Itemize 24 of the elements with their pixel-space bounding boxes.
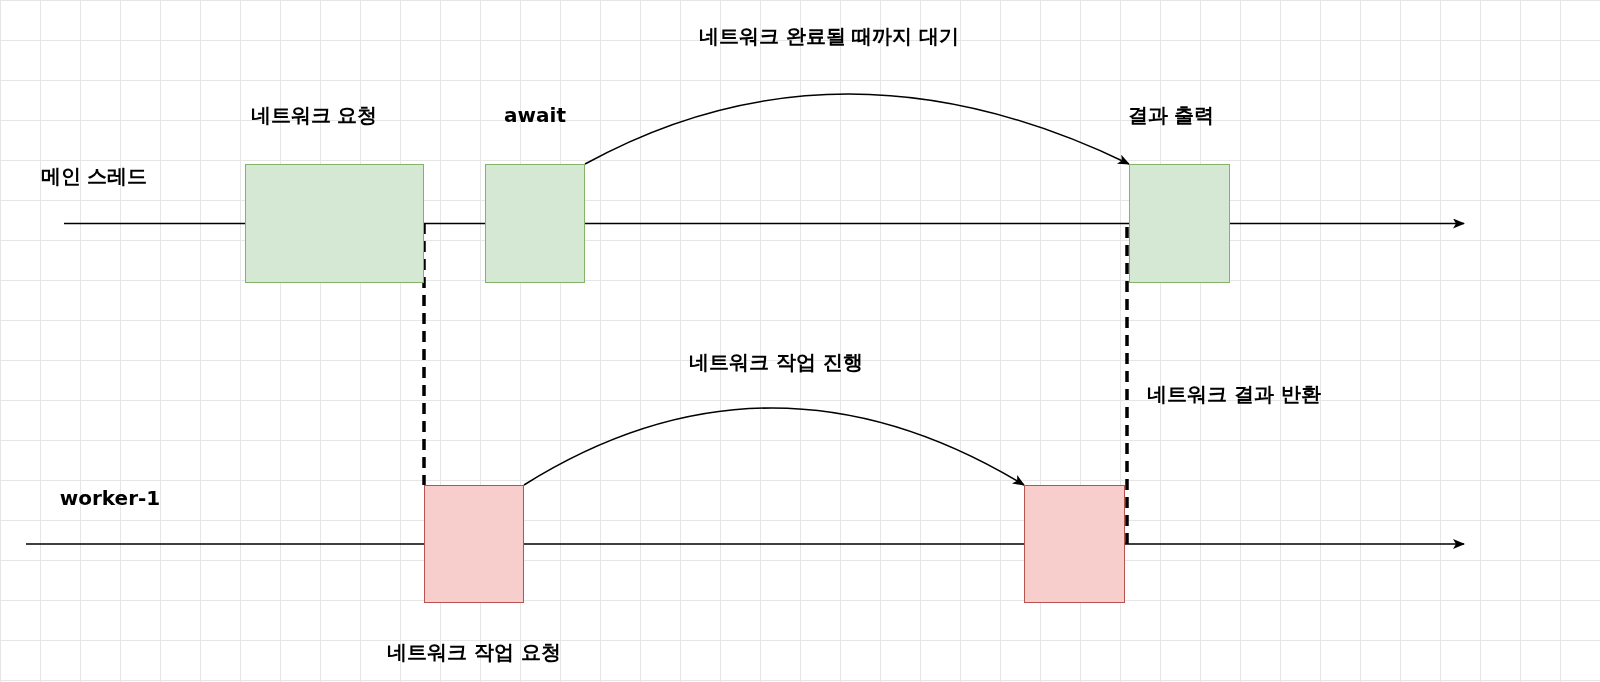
process-box — [245, 164, 424, 283]
timeline-line — [423, 222, 486, 225]
edge-label: 네트워크 완료될 때까지 대기 — [698, 23, 960, 50]
box-heading: await — [504, 102, 566, 129]
timeline-line — [25, 543, 425, 545]
process-box — [1024, 485, 1125, 603]
edge-label: 네트워크 작업 진행 — [689, 349, 863, 376]
timeline-line — [63, 222, 246, 225]
thread-label: 메인 스레드 — [40, 163, 148, 190]
arrow — [1229, 218, 1465, 229]
process-box — [485, 164, 585, 283]
box-heading: 네트워크 요청 — [250, 102, 378, 129]
timeline-line — [584, 222, 1130, 225]
edge-label: 네트워크 결과 반환 — [1147, 381, 1321, 408]
process-box — [1129, 164, 1230, 283]
box-heading: 결과 출력 — [1127, 102, 1215, 129]
timeline-line — [523, 543, 1025, 545]
box-heading: 네트워크 작업 요청 — [387, 639, 561, 666]
arrow — [1124, 539, 1465, 549]
arrow — [523, 407, 1025, 486]
process-box — [424, 485, 524, 603]
dashed-connector — [422, 223, 426, 485]
thread-label: worker-1 — [59, 485, 161, 512]
arrow — [584, 93, 1130, 165]
